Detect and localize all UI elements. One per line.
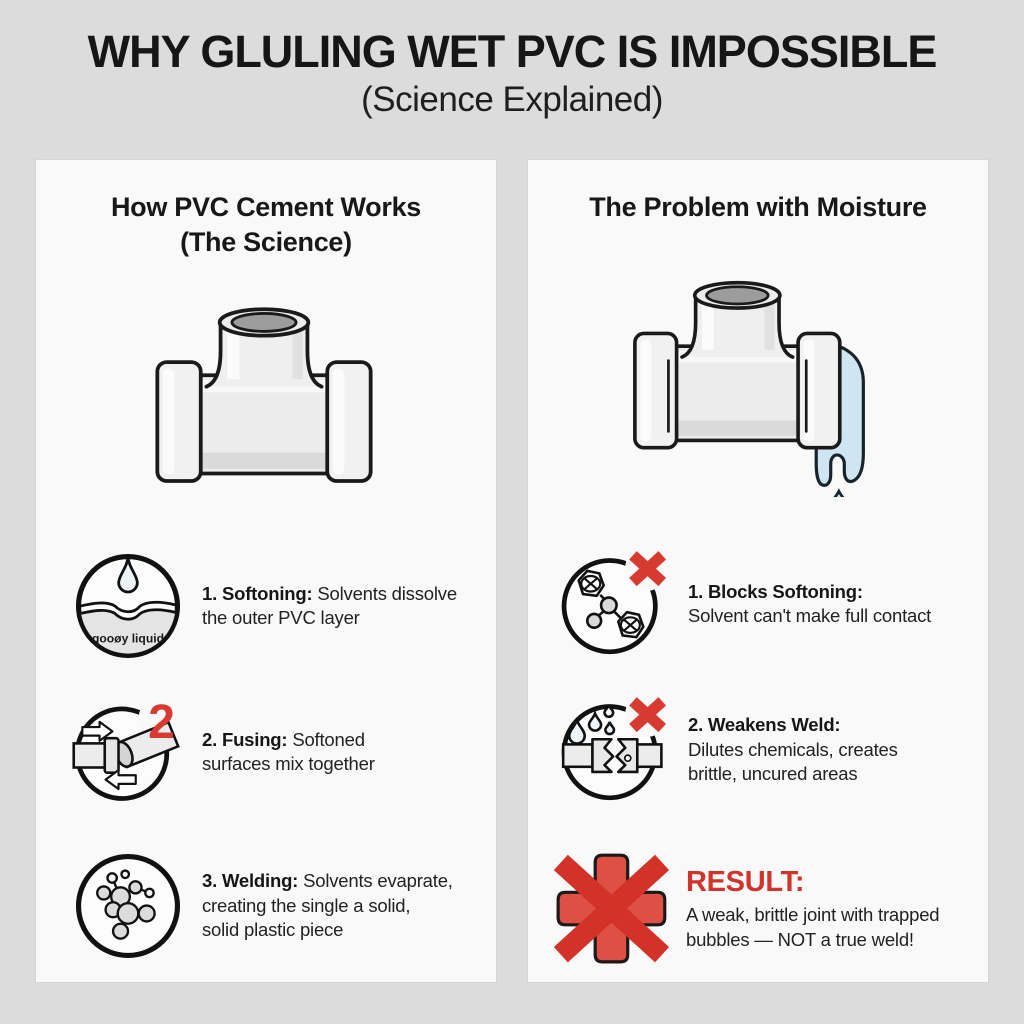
red-x-icon bbox=[629, 697, 667, 733]
list-item: 3. Welding: Solvents evaprate, creating … bbox=[72, 850, 507, 962]
wet-cracked-joint-icon bbox=[561, 694, 670, 801]
wet-pvc-tee-fitting-illustration bbox=[633, 280, 865, 497]
water-drip bbox=[833, 488, 844, 497]
list-item: 2. Weakens Weld: Dilutes chemicals, crea… bbox=[558, 694, 993, 806]
blocked-molecules-icon bbox=[561, 548, 670, 655]
list-item: 1. Blocks Softoning: Solvent can't make … bbox=[558, 548, 993, 660]
red-x-icon bbox=[553, 854, 670, 963]
left-panel-heading: How PVC Cement Works (The Science) bbox=[36, 190, 496, 260]
step-text: 3. Welding: Solvents evaprate, creating … bbox=[202, 870, 453, 941]
step-number-label: 2. Weakens Weld: bbox=[688, 714, 841, 736]
left-heading-line1: How PVC Cement Works bbox=[110, 192, 422, 222]
result-item: RESULT: A weak, brittle joint with trapp… bbox=[550, 848, 991, 970]
polymer-molecule-icon bbox=[75, 853, 181, 959]
step-number-label: 1. Softoning: bbox=[202, 582, 313, 604]
right-panel-heading: The Problem with Moisture bbox=[589, 192, 927, 222]
page-subtitle: (Science Explained) bbox=[361, 80, 663, 119]
left-panel: How PVC Cement Works (The Science) bbox=[36, 160, 496, 982]
red-x-icon bbox=[629, 551, 667, 587]
step-text: 1. Blocks Softoning: Solvent can't make … bbox=[688, 580, 993, 629]
list-item: 2 2. Fusing: Softoned surfaces mix toget… bbox=[72, 696, 507, 808]
step-text: 1. Softoning: Solvents dissolve the oute… bbox=[202, 582, 457, 628]
right-panel: The Problem with Moisture bbox=[528, 160, 988, 982]
step-2-badge: 2 bbox=[148, 696, 175, 749]
step-text: 2. Fusing: Softoned surfaces mix togethe… bbox=[202, 728, 375, 774]
left-heading-line2: (The Science) bbox=[180, 227, 352, 258]
crossed-out-joint-icon bbox=[553, 853, 670, 964]
step-number-label: 3. Welding: bbox=[202, 870, 299, 892]
glue-drop-icon: gooøy liquid bbox=[75, 553, 181, 659]
page-title: WHY GLULING WET PVC IS IMPOSSIBLE bbox=[87, 26, 938, 77]
step-number-label: 2. Fusing: bbox=[202, 728, 288, 750]
result-label: RESULT: bbox=[686, 866, 805, 899]
step-text: 2. Weakens Weld: Dilutes chemicals, crea… bbox=[688, 713, 993, 786]
pvc-tee-fitting-illustration bbox=[155, 307, 373, 483]
result-text: RESULT: A weak, brittle joint with trapp… bbox=[686, 866, 991, 952]
glue-icon-caption: gooøy liquid bbox=[92, 631, 164, 645]
step-number-label: 1. Blocks Softoning: bbox=[688, 580, 863, 602]
list-item: gooøy liquid 1. Softoning: Solvents diss… bbox=[72, 550, 507, 662]
pipes-fusing-icon: 2 bbox=[72, 696, 184, 801]
